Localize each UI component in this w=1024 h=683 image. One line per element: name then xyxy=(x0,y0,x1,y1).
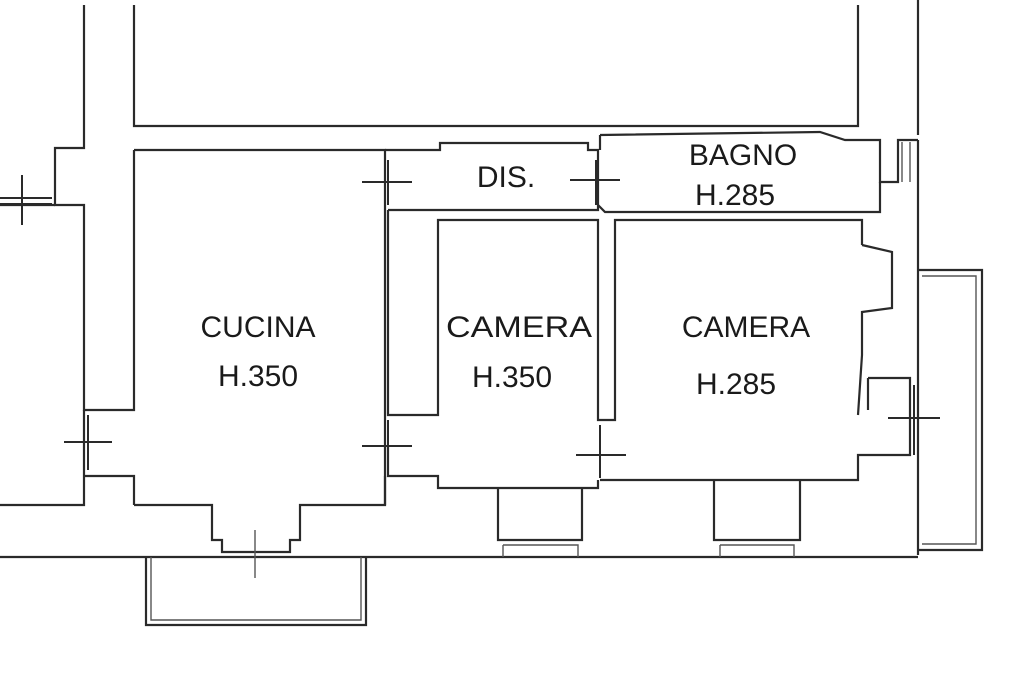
room-label-bagno: BAGNO H.285 xyxy=(689,139,797,212)
camera1-name: CAMERA xyxy=(446,311,592,344)
bagno-name: BAGNO xyxy=(689,139,797,172)
camera2-name: CAMERA xyxy=(682,311,810,344)
dis-name: DIS. xyxy=(477,161,535,194)
bagno-height: H.285 xyxy=(695,179,775,212)
room-label-dis: DIS. xyxy=(477,161,535,194)
camera2-height: H.285 xyxy=(696,368,776,401)
upper-room-walls xyxy=(132,0,920,135)
bottom-wall xyxy=(0,476,918,559)
cucina-height: H.350 xyxy=(218,360,298,393)
door-markers xyxy=(0,160,940,578)
bottom-windows xyxy=(496,480,802,557)
left-corridor-walls xyxy=(0,5,136,507)
lower-balcony xyxy=(144,557,368,627)
camera-right-walls xyxy=(600,243,912,482)
disimpegno-walls xyxy=(385,141,864,490)
room-label-camera-2: CAMERA H.285 xyxy=(682,311,810,401)
camera1-height: H.350 xyxy=(472,361,552,394)
room-label-cucina: CUCINA H.350 xyxy=(200,311,315,393)
room-label-camera-1: CAMERA H.350 xyxy=(446,311,592,394)
cucina-walls xyxy=(134,148,387,554)
cucina-name: CUCINA xyxy=(200,311,315,344)
bagno-walls xyxy=(597,130,918,214)
right-balcony xyxy=(916,140,984,555)
